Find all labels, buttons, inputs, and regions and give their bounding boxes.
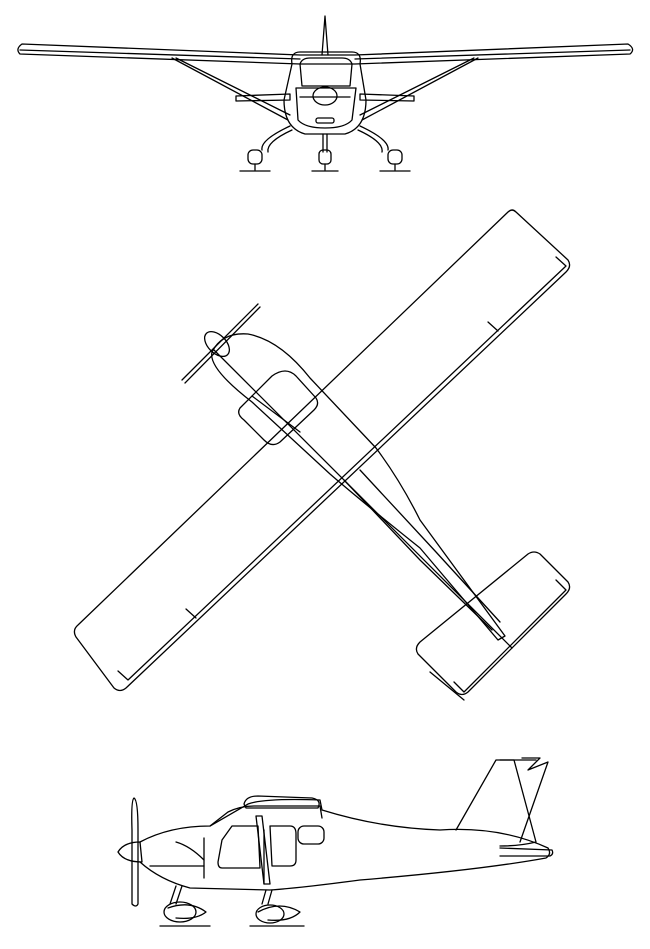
front-wing-struts [172,58,478,120]
front-fin [322,16,328,55]
side-wing [244,796,319,884]
top-horizontal-tail [416,552,569,700]
front-wing [18,44,633,64]
side-horizontal-tail [500,848,553,856]
front-horizontal-tail [236,94,414,101]
side-propeller [118,798,142,906]
top-fuselage [212,334,512,648]
side-vertical-tail [456,758,548,846]
top-propeller [182,304,260,383]
side-main-gear [256,890,300,923]
front-main-gear [248,126,402,170]
side-fuselage [140,800,550,891]
top-wing [74,210,569,691]
front-nose-gear [319,134,331,170]
front-fuselage [284,52,366,134]
side-nose-gear [164,886,206,922]
